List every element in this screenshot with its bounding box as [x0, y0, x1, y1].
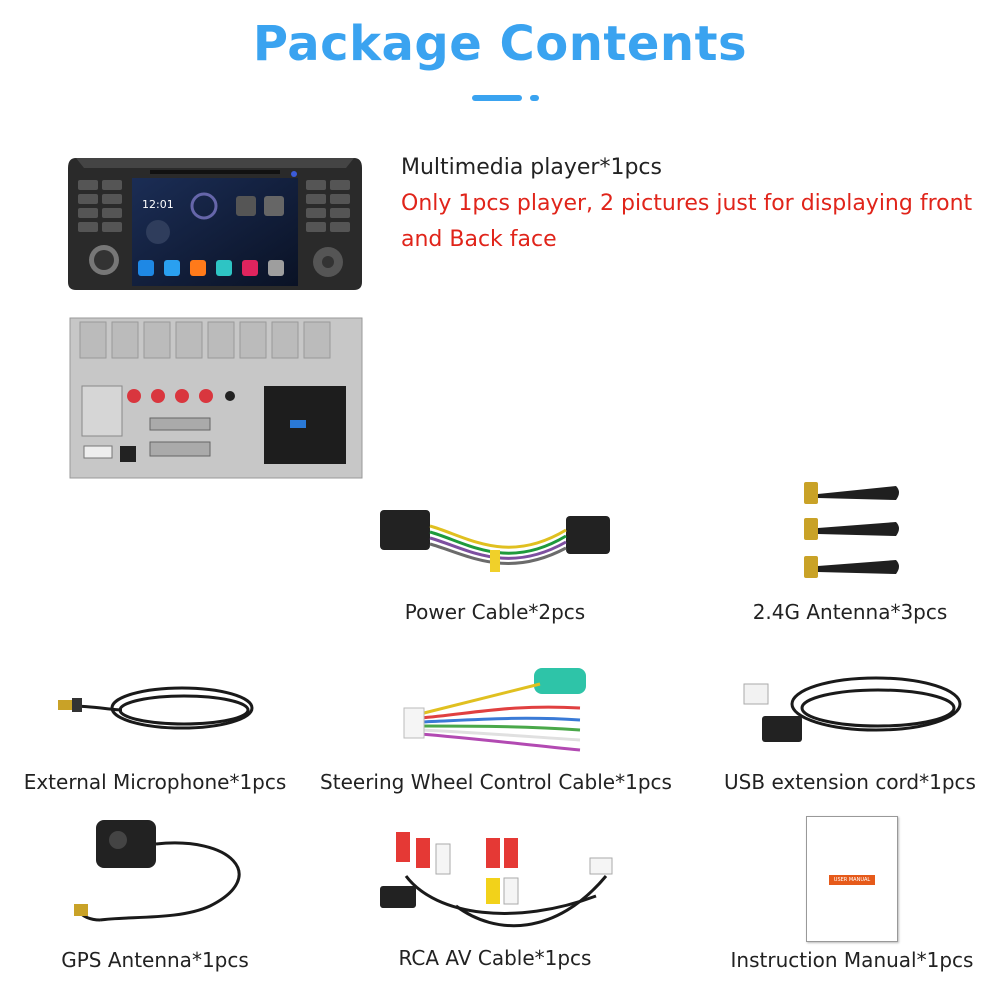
gps-antenna-caption: GPS Antenna*1pcs: [61, 948, 249, 972]
microphone-caption: External Microphone*1pcs: [23, 770, 287, 794]
power-cable-caption: Power Cable*2pcs: [404, 600, 586, 624]
usb-cord-caption: USB extension cord*1pcs: [724, 770, 976, 794]
antenna-caption: 2.4G Antenna*3pcs: [752, 600, 948, 624]
manual-image: USER MANUAL: [806, 816, 898, 942]
rca-cable-image: [380, 832, 613, 928]
manual-label: USER MANUAL: [829, 875, 875, 885]
microphone-image: [58, 686, 254, 730]
player-note: Only 1pcs player, 2 pictures just for di…: [401, 191, 973, 252]
page-title: Package Contents: [252, 16, 748, 72]
gps-antenna-image: [74, 820, 241, 922]
manual-caption: Instruction Manual*1pcs: [730, 948, 974, 972]
title-underline-dot: [530, 95, 539, 101]
title-underline: [472, 95, 522, 101]
steering-cable-caption: Steering Wheel Control Cable*1pcs: [320, 770, 672, 794]
power-cable-image: [380, 510, 610, 572]
player-front-image: 12:01: [68, 158, 362, 290]
svg-text:12:01: 12:01: [142, 198, 174, 211]
rca-cable-caption: RCA AV Cable*1pcs: [398, 946, 592, 970]
antenna-image: [804, 482, 899, 578]
player-item-label: Multimedia player*1pcs: [401, 155, 662, 180]
steering-cable-image: [403, 668, 586, 752]
player-back-image: [69, 317, 363, 479]
usb-cord-image: [743, 676, 962, 742]
